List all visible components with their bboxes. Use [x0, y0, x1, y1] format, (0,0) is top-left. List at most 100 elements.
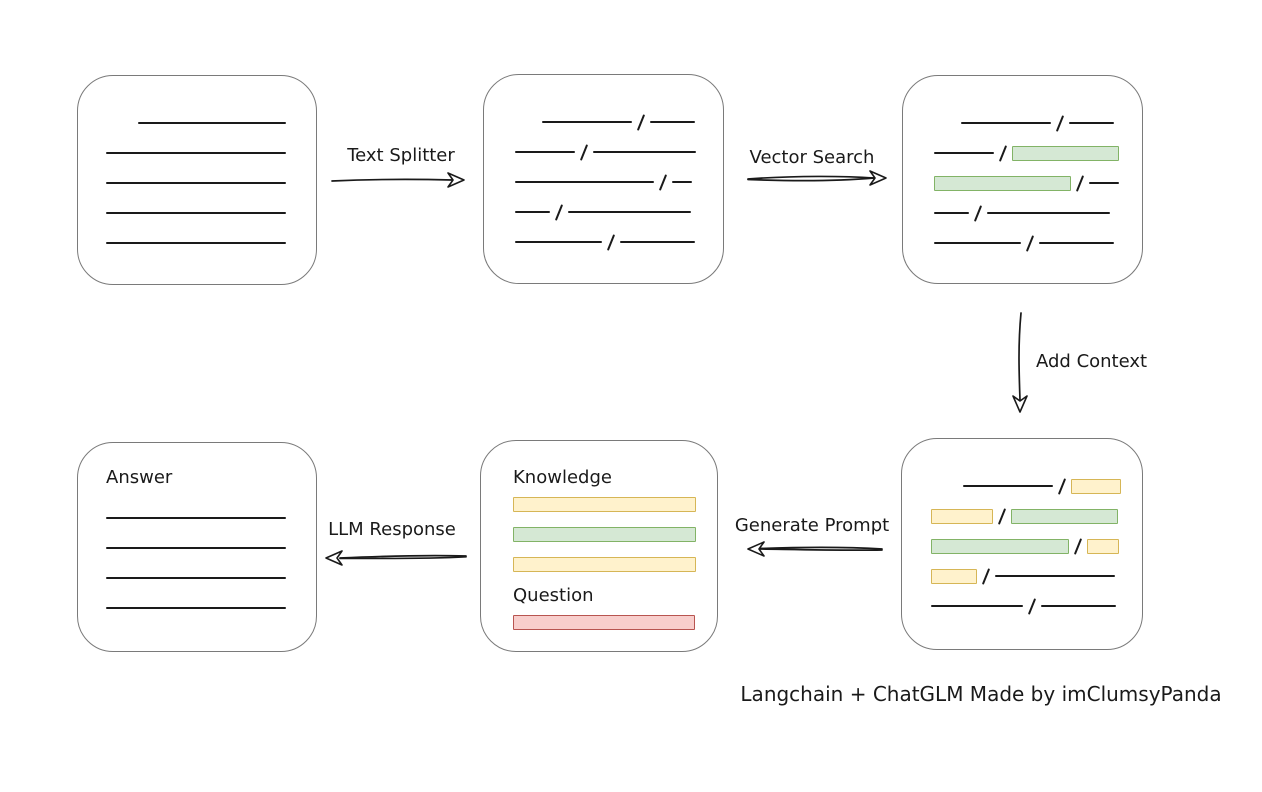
generate-prompt-arrow	[747, 541, 883, 557]
text-line	[934, 242, 1021, 244]
answer-lines	[106, 503, 316, 623]
text-line	[1039, 242, 1114, 244]
green-chunk	[513, 526, 696, 542]
content-row	[934, 228, 1142, 258]
split-chunks-box	[483, 74, 724, 284]
content-row	[934, 168, 1142, 198]
text-line	[650, 121, 695, 123]
slash-separator	[636, 113, 646, 131]
vector-search-label: Vector Search	[749, 147, 875, 168]
text-line	[515, 181, 654, 183]
content-row	[931, 561, 1142, 591]
content-row	[931, 531, 1142, 561]
text-line	[106, 517, 286, 519]
text-splitter-label: Text Splitter	[347, 145, 455, 166]
text-line	[934, 212, 969, 214]
text-line	[961, 122, 1051, 124]
text-line	[106, 212, 286, 214]
yellow-chunk	[513, 556, 696, 572]
content-row	[513, 607, 717, 637]
text-line	[672, 181, 692, 183]
slash-separator	[1057, 477, 1067, 495]
content-row	[515, 137, 723, 167]
knowledge-label: Knowledge	[513, 467, 612, 488]
green-chunk	[931, 538, 1069, 554]
text-line	[542, 121, 632, 123]
content-row	[513, 549, 717, 579]
content-row	[515, 227, 723, 257]
answer-label: Answer	[106, 467, 173, 488]
yellow-chunk	[1087, 538, 1119, 554]
yellow-chunk	[931, 568, 977, 584]
source-document-box	[77, 75, 317, 285]
text-splitter-arrow	[331, 172, 465, 188]
slash-separator	[554, 203, 564, 221]
content-row	[106, 503, 316, 533]
content-row	[106, 593, 316, 623]
slash-separator	[998, 144, 1008, 162]
question-label: Question	[513, 585, 594, 606]
yellow-chunk	[931, 508, 993, 524]
slash-separator	[1055, 114, 1065, 132]
slash-separator	[1075, 174, 1085, 192]
red-chunk	[513, 614, 695, 630]
text-line	[138, 122, 286, 124]
text-line	[515, 241, 602, 243]
vector-search-arrow	[747, 170, 887, 186]
content-row	[106, 228, 316, 258]
text-line	[106, 152, 286, 154]
slash-separator	[1025, 234, 1035, 252]
knowledge-bars	[513, 489, 717, 579]
question-bar	[513, 607, 717, 637]
content-row	[513, 519, 717, 549]
text-line	[995, 575, 1115, 577]
text-line	[106, 607, 286, 609]
text-line	[1069, 122, 1114, 124]
text-line	[987, 212, 1110, 214]
add-context-label: Add Context	[1036, 351, 1148, 372]
generate-prompt-label: Generate Prompt	[734, 515, 890, 536]
content-row	[934, 108, 1142, 138]
content-row	[931, 471, 1142, 501]
slash-separator	[606, 233, 616, 251]
green-chunk	[1011, 508, 1118, 524]
content-row	[515, 167, 723, 197]
content-row	[106, 168, 316, 198]
chunk-rows	[902, 439, 1142, 621]
answer-box: Answer	[77, 442, 317, 652]
slash-separator	[1027, 597, 1037, 615]
yellow-chunk	[513, 496, 696, 512]
slash-separator	[997, 507, 1007, 525]
content-row	[106, 198, 316, 228]
text-line	[106, 577, 286, 579]
text-line	[515, 151, 575, 153]
content-row	[106, 108, 316, 138]
content-row	[934, 138, 1142, 168]
text-line	[963, 485, 1053, 487]
slash-separator	[1073, 537, 1083, 555]
content-row	[515, 197, 723, 227]
content-row	[931, 501, 1142, 531]
text-line	[106, 547, 286, 549]
prompt-box: Knowledge Question	[480, 440, 718, 652]
chunk-rows	[903, 76, 1142, 258]
text-line	[934, 152, 994, 154]
text-line	[568, 211, 691, 213]
content-row	[106, 563, 316, 593]
text-line	[931, 605, 1023, 607]
content-row	[931, 591, 1142, 621]
matched-chunks-box	[902, 75, 1143, 284]
llm-response-arrow	[325, 550, 467, 566]
chunk-rows	[484, 75, 723, 257]
text-line	[106, 242, 286, 244]
content-row	[934, 198, 1142, 228]
add-context-arrow	[1012, 312, 1028, 413]
credit-caption: Langchain + ChatGLM Made by imClumsyPand…	[740, 682, 1222, 706]
text-line	[515, 211, 550, 213]
text-line	[620, 241, 695, 243]
text-line	[1041, 605, 1116, 607]
text-line	[1089, 182, 1119, 184]
slash-separator	[658, 173, 668, 191]
llm-response-label: LLM Response	[328, 519, 456, 540]
